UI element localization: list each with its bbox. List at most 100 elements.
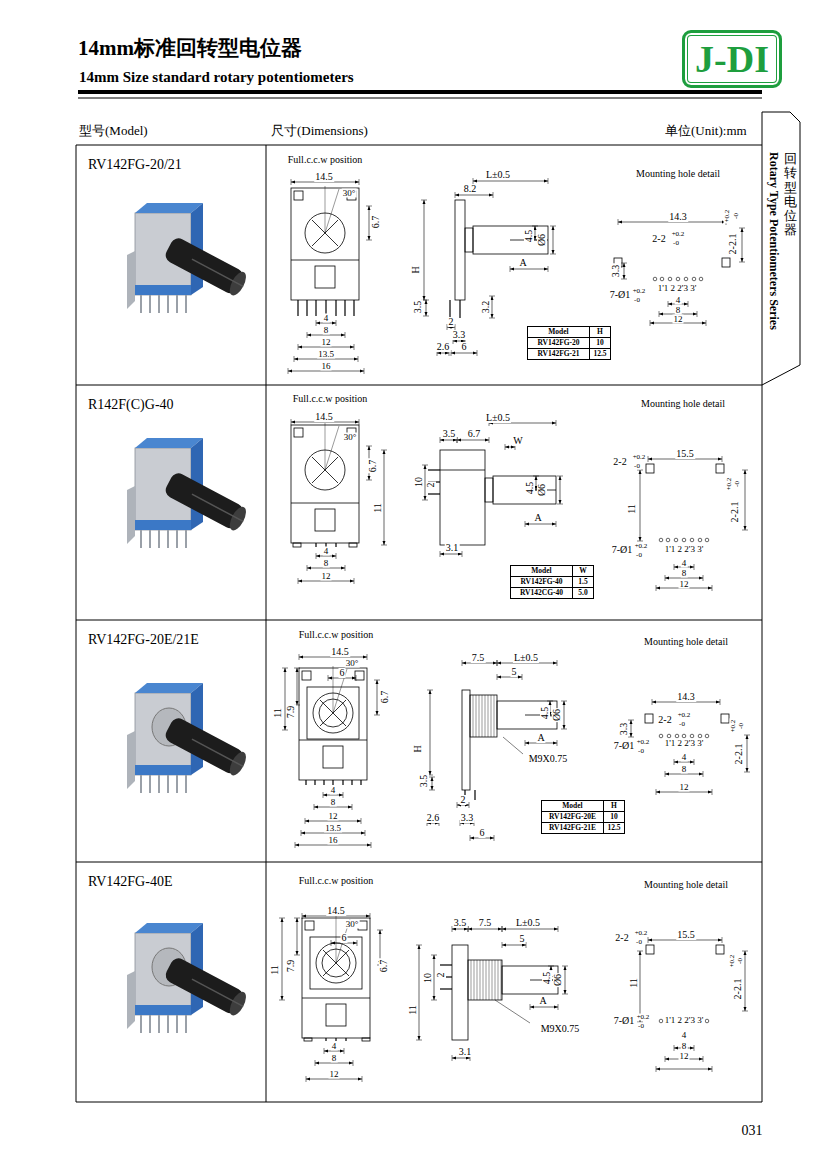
dimension-label: -0 xyxy=(637,1023,645,1030)
page-number: 031 xyxy=(741,1124,764,1138)
dimension-label: 3.3 xyxy=(611,264,621,279)
logo-text: J-DI xyxy=(695,40,769,78)
dimension-label: Mounting hole detail xyxy=(640,399,726,409)
model-cell: R142F(C)G-40 xyxy=(76,385,266,620)
dimension-label: 4 xyxy=(681,1031,688,1040)
model-name: RV142FG-20E/21E xyxy=(88,632,199,647)
dimension-label: 6 xyxy=(479,828,486,838)
dimension-label: 10 xyxy=(414,476,424,488)
dimension-label: 8 xyxy=(323,559,330,568)
dimension-label: 7.9 xyxy=(286,959,296,974)
dimension-label: 14.3 xyxy=(676,692,696,702)
table-cell: 10 xyxy=(604,811,624,822)
dimension-label: Mounting hole detail xyxy=(635,169,721,179)
dimension-label: 3.1 xyxy=(445,543,460,553)
dimension-label: 2 xyxy=(426,482,436,489)
dimension-label: L±0.5 xyxy=(513,653,539,663)
dimension-label: 30° xyxy=(342,189,357,198)
dimension-label: M9X0.75 xyxy=(528,754,569,764)
dimension-label: 6.7 xyxy=(368,459,378,474)
dimension-label: +0.2 xyxy=(634,543,649,550)
dimension-label: 16 xyxy=(321,362,332,371)
dimension-label: 2-2 xyxy=(612,457,627,467)
table-cell: 1.5 xyxy=(573,576,593,587)
dimension-label: 14.5 xyxy=(330,647,350,657)
table-cell: RV142FG-21 xyxy=(528,348,590,359)
dimension-label: 3.5 xyxy=(419,774,429,789)
dimension-label: A xyxy=(533,513,542,523)
dimension-label: +0.2 xyxy=(634,930,649,937)
dimension-label: -0 xyxy=(637,748,645,755)
tab-label: Rotary Type Potentiometers Series xyxy=(767,152,780,330)
dimension-label: 14.3 xyxy=(668,212,688,222)
side-tab: 回转型电位器 Rotary Type Potentiometers Series xyxy=(762,112,802,385)
dimension-label: 12 xyxy=(328,812,339,821)
model-table: ModelHRV142FG-2010RV142FG-2112.5 xyxy=(527,326,611,360)
dimension-label: 11 xyxy=(629,977,639,989)
dimension-label: 3.5 xyxy=(413,300,423,315)
dimension-label: 4.5 xyxy=(542,971,552,986)
model-cell: RV142FG-20E/21E xyxy=(76,620,266,862)
dimension-label: 8 xyxy=(331,1054,338,1063)
tab-label: 回转型电位器 xyxy=(784,152,797,238)
dimension-label: 30° xyxy=(345,920,360,929)
dimension-label: 2 xyxy=(436,972,446,979)
dimension-label: 4 xyxy=(681,753,688,762)
table-cell: RV142FG-20E xyxy=(542,811,604,822)
dimension-label: 8 xyxy=(323,326,330,335)
dimension-label: +0.2 xyxy=(729,954,736,969)
dimension-label: 3.2 xyxy=(481,300,491,315)
table-cell: 5.0 xyxy=(573,587,593,598)
dimension-label: 2-2 xyxy=(651,234,666,244)
table-cell: Model xyxy=(528,327,590,337)
dimension-label: +0.2 xyxy=(726,477,733,492)
dimension-label: 11 xyxy=(273,707,283,719)
dimension-label: H xyxy=(411,265,421,274)
model-name: RV142FG-20/21 xyxy=(88,157,182,172)
dimension-label: 13.5 xyxy=(324,824,342,833)
dimension-label: 7-Ø1 xyxy=(609,290,632,300)
dimension-label: L±0.5 xyxy=(485,413,511,423)
dimension-label: 8 xyxy=(681,569,688,578)
dimension-label: Ø6 xyxy=(553,973,563,987)
dimension-label: 3.1 xyxy=(458,1047,473,1057)
dimension-label: 6.7 xyxy=(380,690,390,705)
dimension-label: 3.5 xyxy=(453,918,468,928)
table-cell: W xyxy=(573,566,593,576)
dimension-label: 11 xyxy=(627,503,637,515)
table-cell: RV142FG-20 xyxy=(528,337,590,348)
dimension-label: 7.5 xyxy=(471,653,486,663)
dimension-label: 6 xyxy=(461,342,468,352)
model-name: R142F(C)G-40 xyxy=(88,397,174,412)
dimension-label: 12 xyxy=(321,572,332,581)
dimension-label: -0 xyxy=(678,721,686,728)
dimension-label: A xyxy=(536,733,545,743)
dimension-label: -0 xyxy=(635,939,643,946)
dimension-label: 5 xyxy=(519,934,526,944)
dimension-label: 2-2.1 xyxy=(728,233,738,256)
dimension-label: +0.2 xyxy=(671,231,686,238)
dimension-label: +0.2 xyxy=(677,712,692,719)
dimension-label: 15.5 xyxy=(675,449,695,459)
dimension-label: 16 xyxy=(328,836,339,845)
dimension-label: L±0.5 xyxy=(515,918,541,928)
dimension-label: +0.2 xyxy=(636,1014,651,1021)
table-cell: Model xyxy=(542,801,604,811)
dimension-label: 14.5 xyxy=(314,412,334,422)
dimension-label: 4.5 xyxy=(540,706,550,721)
dimension-label: 8 xyxy=(681,765,688,774)
dimension-label: 8 xyxy=(330,798,337,807)
dimension-label: 14.5 xyxy=(326,906,346,916)
subtitle: 14mm Size standard rotary potentiometers xyxy=(78,70,355,85)
dimension-label: +0.2 xyxy=(632,288,647,295)
model-table: ModelWRV142FG-401.5RV142CG-405.0 xyxy=(510,565,594,599)
dimension-label: -0 xyxy=(737,957,744,965)
dimension-label: 8 xyxy=(675,306,682,315)
dimension-label: 4.5 xyxy=(524,229,534,244)
dimension-label: 12 xyxy=(679,580,690,589)
dimension-label: 7.9 xyxy=(286,705,296,720)
dimension-label: 10 xyxy=(423,972,433,984)
dimension-label: -0 xyxy=(633,297,641,304)
dimension-label: 7-Ø1 xyxy=(613,741,636,751)
dimension-label: Ø6 xyxy=(552,708,562,722)
